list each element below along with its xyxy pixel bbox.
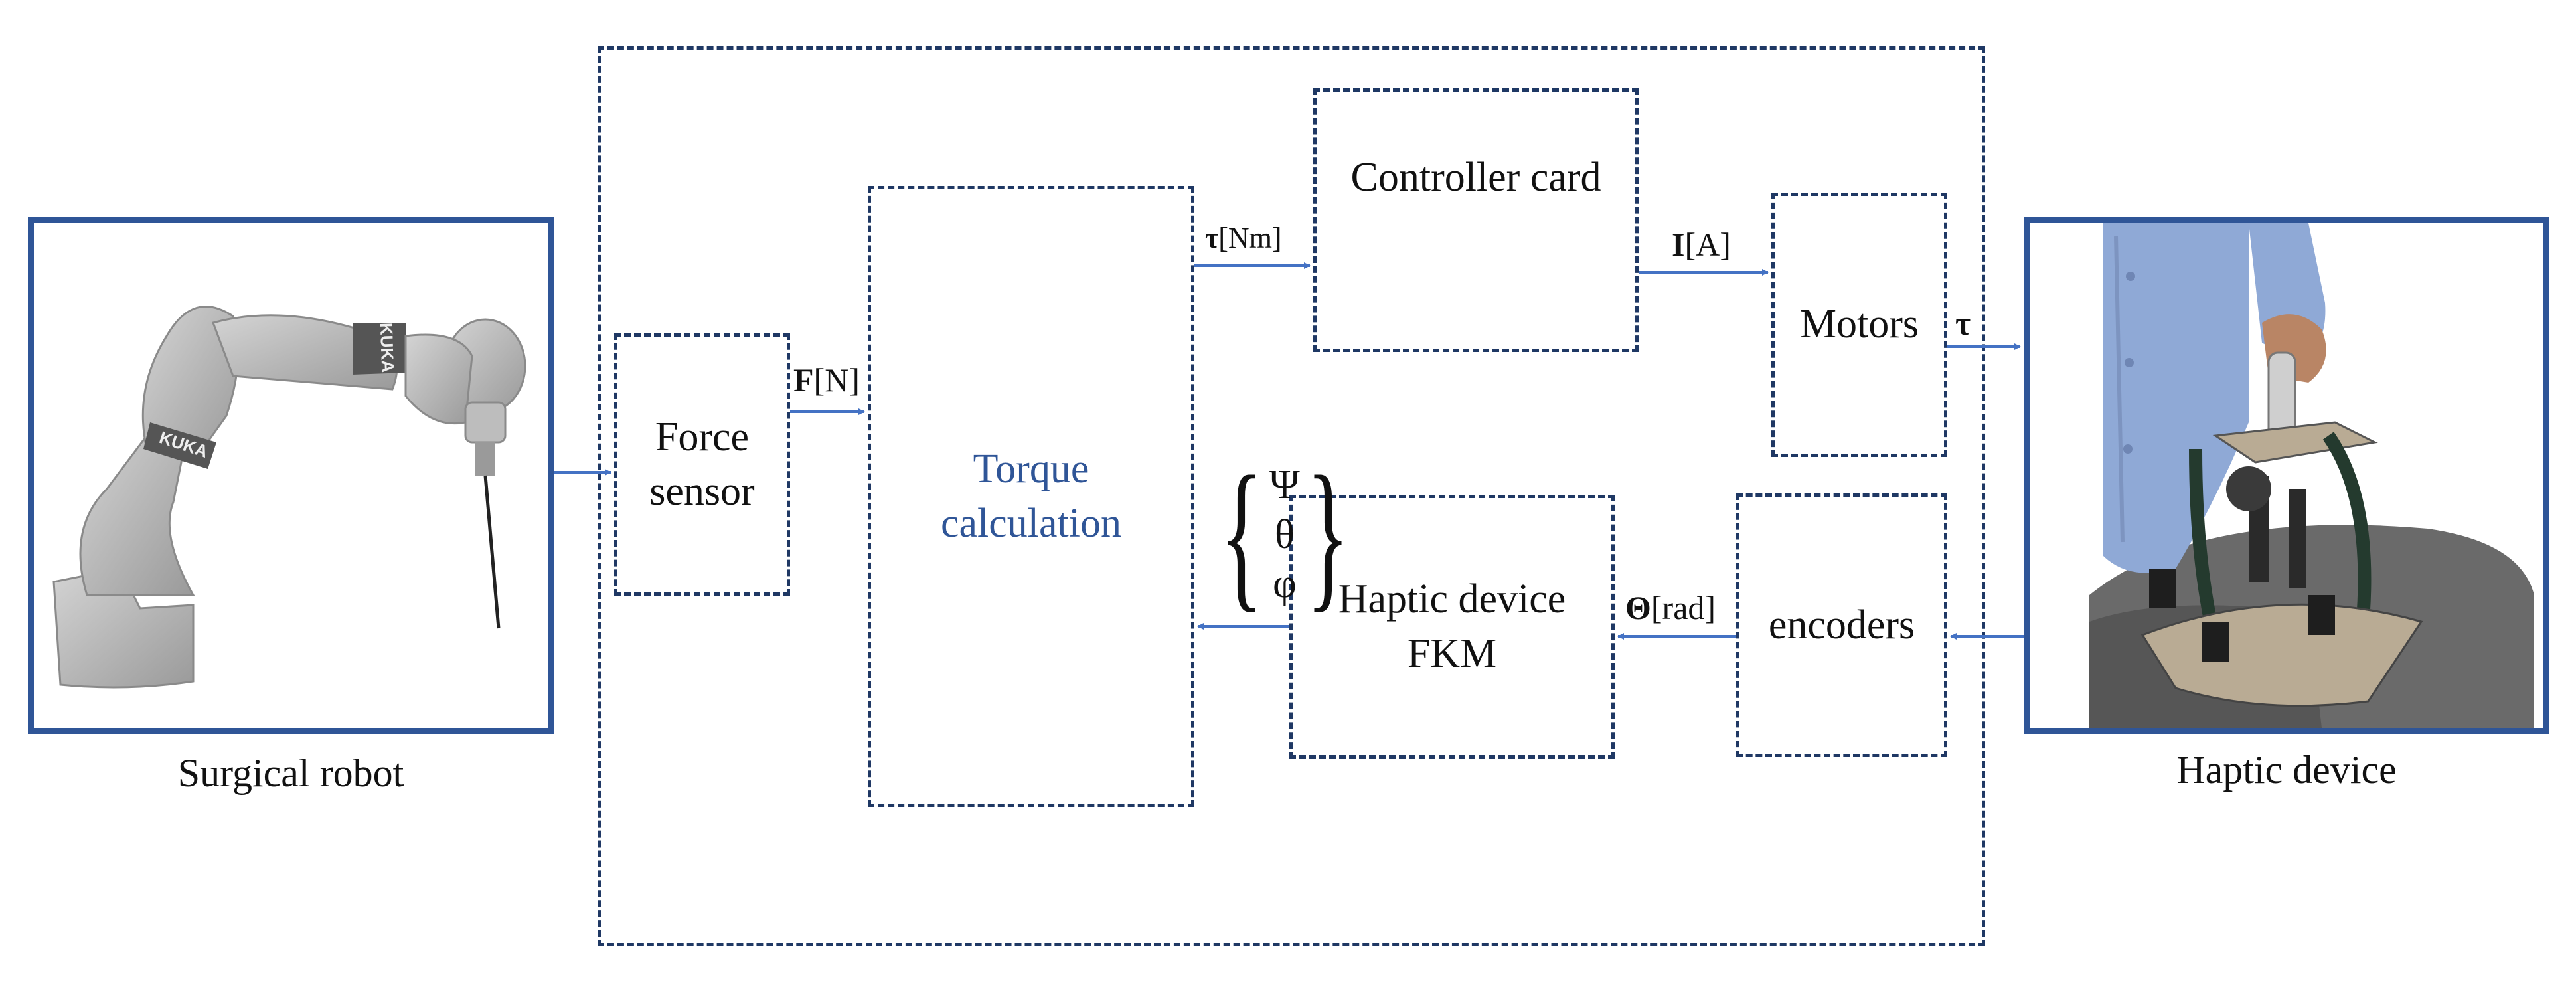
surgical-robot-caption: Surgical robot	[177, 751, 404, 795]
phi-symbol: φ	[1272, 561, 1297, 607]
angle-signal-label: Θ[rad]	[1625, 591, 1716, 624]
current-signal-label: I[A]	[1672, 228, 1731, 261]
torque-calculation-label: Torque calculation	[941, 446, 1121, 546]
motors-block	[1771, 193, 1947, 457]
force-symbol: F	[793, 361, 814, 399]
haptic-fkm-label: Haptic device FKM	[1338, 576, 1566, 676]
haptic-fkm-block	[1289, 495, 1615, 759]
surgical-robot-image: KUKA KUKA	[28, 217, 554, 734]
encoders-label: encoders	[1768, 602, 1915, 648]
force-signal-label: F[N]	[793, 363, 860, 397]
torque-symbol: τ	[1205, 222, 1219, 254]
controller-boundary	[598, 46, 1985, 946]
right-brace: }	[1305, 442, 1350, 626]
angle-unit: [rad]	[1650, 589, 1716, 626]
angle-symbol: Θ	[1625, 589, 1651, 626]
theta-symbol: θ	[1275, 511, 1295, 557]
torque-signal-label: τ[Nm]	[1205, 224, 1282, 253]
motors-label: Motors	[1799, 302, 1919, 347]
haptic-device-illustration	[2089, 223, 2534, 728]
controller-card-label: Controller card	[1350, 155, 1601, 201]
current-symbol: I	[1672, 226, 1685, 263]
force-sensor-label: Force sensor	[649, 414, 755, 514]
psi-symbol: Ψ	[1269, 462, 1300, 508]
encoders-block	[1736, 493, 1947, 757]
haptic-device-image	[2024, 217, 2549, 734]
haptic-device-caption: Haptic device	[2176, 748, 2397, 792]
current-unit: [A]	[1684, 226, 1731, 263]
torque-unit: [Nm]	[1218, 222, 1282, 254]
orientation-vector: { Ψ θ φ }	[1202, 452, 1368, 618]
motor-torque-signal-label: τ	[1955, 307, 1971, 340]
left-brace: {	[1220, 442, 1263, 626]
motor-torque-symbol: τ	[1955, 305, 1971, 342]
force-unit: [N]	[813, 361, 860, 399]
force-sensor-block	[614, 333, 790, 596]
controller-card-block	[1313, 88, 1639, 352]
robot-arm-illustration	[52, 306, 526, 689]
torque-calculation-block	[868, 186, 1194, 807]
